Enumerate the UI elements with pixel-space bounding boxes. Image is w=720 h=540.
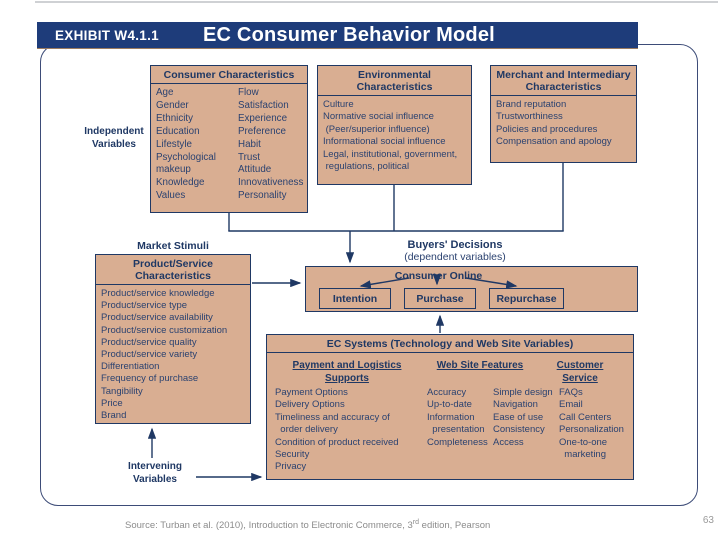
exhibit-label: EXHIBIT W4.1.1	[55, 27, 159, 43]
slide-title: EC Consumer Behavior Model	[202, 23, 495, 46]
web-feature-item: Accuracy	[427, 387, 467, 398]
consumer-item: Psychological makeup	[156, 151, 216, 176]
environmental-characteristics-list: Culture Normative social influence (Peer…	[318, 96, 471, 175]
service-item: One-to-one marketing	[559, 436, 608, 461]
service-item: Email	[559, 399, 583, 411]
web-features-list-2: Simple design Navigation Ease of use Con…	[493, 387, 559, 449]
consumer-characteristics-title: Consumer Characteristics	[151, 66, 307, 84]
payment-item: Delivery Options	[275, 399, 345, 411]
product-item: Frequency of purchase	[101, 373, 199, 385]
merchant-characteristics-list: Brand reputation Trustworthiness Policie…	[491, 96, 636, 151]
consumer-item: Personality	[238, 190, 287, 202]
web-feature-item: Navigation	[493, 399, 538, 411]
web-feature-item: Information presentation	[427, 411, 485, 436]
consumer-item: Trust	[238, 151, 260, 163]
payment-logistics-header: Payment and Logistics Supports	[292, 360, 402, 384]
source-citation: Source: Turban et al. (2010), Introducti…	[125, 519, 490, 531]
product-service-title: Product/Service Characteristics	[96, 255, 250, 285]
environment-item: Informational social influence	[323, 136, 446, 148]
merchant-characteristics-title: Merchant and Intermediary Characteristic…	[491, 66, 636, 96]
intention-box: Intention	[319, 288, 391, 309]
payment-item: Timeliness and accuracy of order deliver…	[275, 411, 390, 436]
web-feature-item: Access	[493, 436, 524, 448]
consumer-item: Attitude	[238, 164, 272, 176]
web-features-list-1: Accuracy Up-to-date Information presenta…	[427, 387, 491, 449]
ec-systems-title: EC Systems (Technology and Web Site Vari…	[267, 335, 633, 353]
consumer-item: Education	[156, 125, 200, 137]
consumer-item: Preference	[238, 125, 286, 137]
slide-top-rule	[35, 1, 718, 3]
consumer-item: Habit	[238, 138, 261, 150]
consumer-characteristics-list: Age Gender Ethnicity Education Lifestyle…	[151, 84, 307, 205]
service-item: FAQs	[559, 387, 583, 398]
environmental-characteristics-title: Environmental Characteristics	[318, 66, 471, 96]
web-feature-item: Completeness	[427, 436, 488, 448]
web-feature-item: Simple design	[493, 387, 553, 398]
product-item: Product/service variety	[101, 349, 198, 361]
web-feature-item: Up-to-date	[427, 399, 472, 411]
consumer-item: Innovativeness	[238, 177, 304, 189]
customer-service-list: FAQs Email Call Centers Personalization …	[559, 387, 633, 461]
product-service-list: Product/service knowledge Product/servic…	[96, 285, 250, 424]
source-text-end: edition, Pearson	[419, 520, 491, 532]
environmental-characteristics-box: Environmental Characteristics Culture No…	[317, 65, 472, 185]
consumer-item: Flow	[238, 87, 259, 98]
consumer-item: Gender	[156, 99, 189, 111]
source-text: Source: Turban et al. (2010), Introducti…	[125, 520, 413, 532]
dependent-variables-subtitle: (dependent variables)	[404, 251, 506, 263]
consumer-item: Ethnicity	[156, 112, 194, 124]
merchant-characteristics-box: Merchant and Intermediary Characteristic…	[490, 65, 637, 163]
environment-item: Legal, institutional, government, regula…	[323, 148, 458, 173]
ec-systems-box: EC Systems (Technology and Web Site Vari…	[266, 334, 634, 480]
product-service-characteristics-box: Product/Service Characteristics Product/…	[95, 254, 251, 424]
buyers-decisions-title: Buyers' Decisions	[407, 239, 503, 251]
page-number: 63	[702, 515, 714, 526]
consumer-online-box: Consumer Online Intention Purchase Repur…	[305, 266, 638, 312]
payment-item: Condition of product received	[275, 436, 399, 448]
consumer-item: Age	[156, 87, 174, 98]
environment-item: Normative social influence (Peer/superio…	[323, 111, 434, 135]
consumer-online-title: Consumer Online	[394, 270, 483, 282]
source-superscript: rd	[412, 519, 420, 526]
merchant-item: Compensation and apology	[496, 136, 612, 148]
web-site-features-header: Web Site Features	[436, 360, 524, 371]
environment-item: Culture	[323, 99, 354, 110]
title-bar: EXHIBIT W4.1.1 EC Consumer Behavior Mode…	[37, 22, 638, 49]
intervening-variables-label: Intervening Variables	[128, 461, 182, 485]
product-item: Price	[101, 397, 123, 409]
consumer-item: Values	[156, 190, 186, 202]
product-item: Tangibility	[101, 385, 143, 397]
product-item: Product/service type	[101, 300, 188, 312]
web-feature-item: Consistency	[493, 424, 545, 436]
payment-logistics-list: Payment Options Delivery Options Timelin…	[275, 387, 429, 474]
market-stimuli-label: Market Stimuli	[137, 240, 209, 252]
merchant-item: Policies and procedures	[496, 123, 598, 135]
consumer-item: Lifestyle	[156, 138, 192, 150]
independent-variables-label: Independent Variables	[84, 126, 144, 150]
product-item: Brand	[101, 410, 127, 422]
repurchase-box: Repurchase	[489, 288, 564, 309]
product-item: Differentiation	[101, 361, 160, 373]
product-item: Product/service availability	[101, 312, 213, 324]
product-item: Product/service knowledge	[101, 288, 215, 299]
service-item: Call Centers	[559, 411, 612, 423]
payment-item: Privacy	[275, 461, 307, 473]
merchant-item: Brand reputation	[496, 99, 567, 110]
customer-service-header: Customer Service	[556, 360, 604, 384]
service-item: Personalization	[559, 424, 624, 436]
buyers-decisions-label: Buyers' Decisions (dependent variables)	[370, 239, 540, 263]
payment-item: Payment Options	[275, 387, 348, 398]
purchase-box: Purchase	[404, 288, 476, 309]
payment-item: Security	[275, 449, 310, 461]
consumer-item: Satisfaction	[238, 99, 289, 111]
product-item: Product/service customization	[101, 324, 228, 336]
web-feature-item: Ease of use	[493, 411, 544, 423]
consumer-item: Experience	[238, 112, 288, 124]
consumer-characteristics-box: Consumer Characteristics Age Gender Ethn…	[150, 65, 308, 213]
consumer-item: Knowledge	[156, 177, 205, 189]
product-item: Product/service quality	[101, 336, 197, 348]
merchant-item: Trustworthiness	[496, 111, 563, 123]
